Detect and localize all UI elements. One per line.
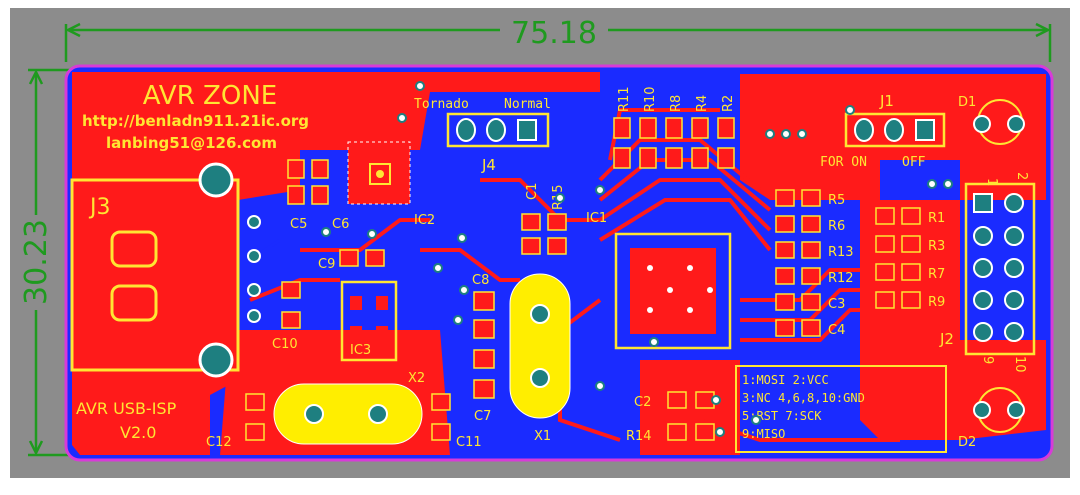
label-c2: C2 — [634, 395, 651, 410]
label-r7: R7 — [928, 267, 945, 282]
crystal-x1 — [509, 273, 571, 419]
label-c4: C4 — [828, 323, 845, 338]
label-c1: C1 — [525, 183, 540, 200]
pads-r-mid — [775, 189, 821, 337]
label-r1: R1 — [928, 211, 945, 226]
pads-c10 — [281, 281, 301, 329]
jumper-j1 — [844, 112, 946, 148]
label-r10: R10 — [643, 86, 658, 112]
vias — [321, 81, 953, 437]
label-ic2: IC2 — [414, 213, 435, 228]
label-c5: C5 — [290, 217, 307, 232]
led-d2 — [973, 387, 1025, 433]
label-j2-pin10: 10 — [1012, 356, 1027, 373]
dimension-width-label: 75.18 — [511, 16, 597, 51]
j1-option-on: FOR ON — [820, 155, 867, 170]
ic2-package — [347, 141, 411, 205]
j4-option-tornado: Tornado — [414, 97, 469, 112]
pads-c11-c12 — [245, 393, 451, 441]
label-x1: X1 — [534, 429, 551, 444]
traces — [249, 108, 900, 442]
dimension-height-label: 30.23 — [19, 219, 54, 305]
label-j2-pin1: 1 — [984, 178, 999, 186]
usb-connector-j3 — [70, 162, 261, 378]
product-version: V2.0 — [120, 423, 156, 442]
pads-c1-r15 — [521, 213, 567, 255]
dimension-height — [28, 68, 72, 457]
board-url: http://benladn911.21ic.org — [82, 112, 309, 130]
product-name: AVR USB-ISP — [76, 399, 177, 418]
j1-option-off: OFF — [902, 155, 926, 170]
label-d1: D1 — [958, 95, 976, 110]
label-d2: D2 — [958, 435, 976, 450]
label-ic3: IC3 — [350, 343, 371, 358]
label-c9: C9 — [318, 257, 335, 272]
copper-pour-right — [860, 200, 960, 440]
pads-c5-c6 — [287, 159, 329, 205]
board-email: lanbing51@126.com — [106, 134, 277, 152]
ic1-package — [614, 232, 732, 350]
pinout-line-1: 1:MOSI 2:VCC — [742, 373, 829, 387]
label-r9: R9 — [928, 295, 945, 310]
label-c11: C11 — [456, 435, 482, 450]
board-title: AVR ZONE — [143, 81, 277, 111]
pinout-line-3: 5:RST 7:SCK — [742, 409, 822, 423]
label-r5: R5 — [828, 193, 845, 208]
j4-option-normal: Normal — [504, 97, 551, 112]
label-j3: J3 — [88, 195, 111, 220]
copper-pour-bottom-mid — [640, 360, 740, 455]
ic3-package — [340, 280, 398, 362]
label-j1: J1 — [879, 92, 894, 110]
label-r4: R4 — [695, 95, 710, 112]
jumper-j4 — [446, 112, 550, 148]
label-r11: R11 — [617, 86, 632, 112]
label-ic1: IC1 — [586, 211, 607, 226]
label-r2: R2 — [721, 95, 736, 112]
pinout-line-2: 3:NC 4,6,8,10:GND — [742, 391, 865, 405]
label-r14: R14 — [626, 429, 652, 444]
led-d1 — [973, 99, 1025, 145]
label-r6: R6 — [828, 219, 845, 234]
label-j4: J4 — [481, 156, 496, 174]
label-j2: J2 — [939, 330, 954, 348]
label-r13: R13 — [828, 245, 854, 260]
label-c10: C10 — [272, 337, 298, 352]
label-c12: C12 — [206, 435, 232, 450]
crystal-x2 — [273, 383, 423, 445]
label-r3: R3 — [928, 239, 945, 254]
header-j2 — [964, 182, 1036, 356]
label-r8: R8 — [669, 95, 684, 112]
label-c8: C8 — [472, 273, 489, 288]
label-c7: C7 — [474, 409, 491, 424]
label-j2-pin2: 2 — [1014, 172, 1029, 180]
label-j2-pin9: 9 — [980, 356, 995, 364]
label-r12: R12 — [828, 271, 854, 286]
pinout-line-4: 9:MISO — [742, 427, 785, 441]
pinout-legend: 1:MOSI 2:VCC 3:NC 4,6,8,10:GND 5:RST 7:S… — [735, 365, 947, 453]
label-c3: C3 — [828, 297, 845, 312]
pads-c9 — [339, 249, 385, 267]
dimension-width — [64, 22, 1052, 62]
label-c6: C6 — [332, 217, 349, 232]
label-x2: X2 — [408, 371, 425, 386]
pads-r-top — [613, 117, 735, 169]
pads-r-right — [875, 207, 921, 309]
pads-c8-c7 — [473, 291, 495, 399]
